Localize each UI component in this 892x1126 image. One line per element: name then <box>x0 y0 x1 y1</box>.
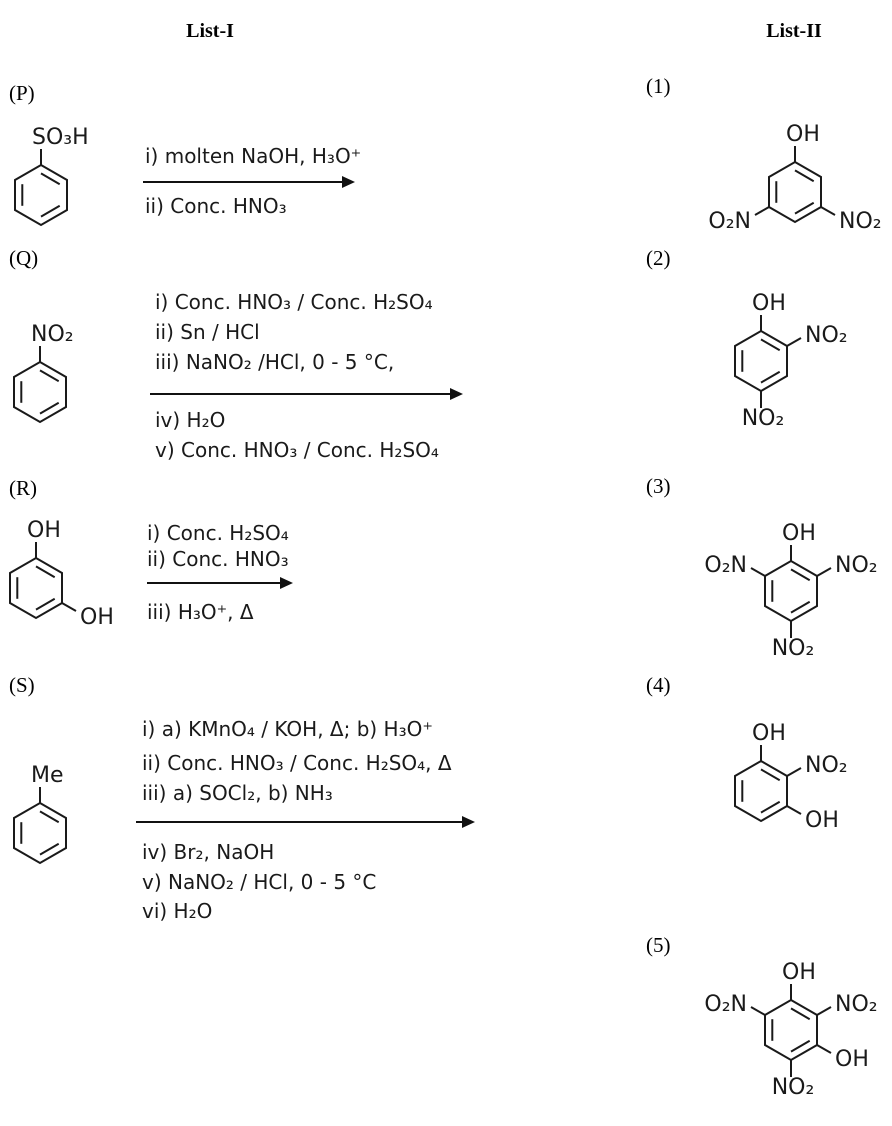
structure-nitrobenzene: NO₂ <box>13 322 74 423</box>
reaction-arrow-q <box>150 388 463 400</box>
item-label-2: (2) <box>646 246 671 270</box>
reagent-step: vi) H₂O <box>142 899 213 923</box>
reagent-step: iii) H₃O⁺, Δ <box>147 600 254 624</box>
substituent-label-oh: OH <box>782 521 816 546</box>
structure-2-4-dinitrophenol: OH NO₂ NO₂ <box>734 291 848 431</box>
substituent-label-no2: NO₂ <box>839 209 882 234</box>
reagent-step: iii) NaNO₂ /HCl, 0 - 5 °C, <box>155 350 395 374</box>
bond <box>750 1006 766 1016</box>
substituent-label-no2: NO₂ <box>805 323 848 348</box>
reaction-arrow-p <box>143 176 355 188</box>
item-label-1: (1) <box>646 74 671 98</box>
structure-picric-acid: OH O₂N NO₂ NO₂ <box>704 521 878 661</box>
benzene-ring <box>9 557 63 619</box>
bond <box>816 567 832 577</box>
structure-styphnic-acid: OH O₂N NO₂ OH NO₂ <box>704 960 878 1100</box>
structure-toluene: Me <box>13 763 67 864</box>
bond <box>816 1006 832 1016</box>
substituent-label-oh: OH <box>752 291 786 316</box>
substituent-label-no2: NO₂ <box>805 753 848 778</box>
reagent-step: i) Conc. H₂SO₄ <box>147 521 289 545</box>
bond <box>786 337 802 347</box>
benzene-ring <box>764 999 818 1061</box>
substituent-label-o2n: O₂N <box>708 209 751 234</box>
benzene-ring <box>768 161 822 223</box>
reagent-step: v) NaNO₂ / HCl, 0 - 5 °C <box>142 870 377 894</box>
substituent-label-o2n: O₂N <box>704 992 747 1017</box>
reagent-step: ii) Sn / HCl <box>155 320 260 344</box>
substituent-label-so3h: SO₃H <box>32 125 89 150</box>
structure-benzenesulfonic-acid: SO₃H <box>14 125 89 226</box>
structure-resorcinol: OH OH <box>9 518 114 630</box>
reagent-step: ii) Conc. HNO₃ <box>145 194 287 218</box>
benzene-ring <box>14 164 68 226</box>
substituent-label-oh: OH <box>27 518 61 543</box>
item-label-5: (5) <box>646 933 671 957</box>
benzene-ring <box>734 760 788 822</box>
reagent-step: i) molten NaOH, H₃O⁺ <box>145 144 362 168</box>
reagent-step: iv) Br₂, NaOH <box>142 840 275 864</box>
benzene-ring <box>764 560 818 622</box>
list-i-header: List-I <box>186 20 234 42</box>
structure-2-nitroresorcinol: OH NO₂ OH <box>734 721 848 833</box>
substituent-label-no2: NO₂ <box>742 406 785 431</box>
bond <box>61 602 77 612</box>
substituent-label-no2: NO₂ <box>772 1075 815 1100</box>
substituent-label-no2: NO₂ <box>835 992 878 1017</box>
structure-3-5-dinitrophenol: OH O₂N NO₂ <box>708 122 882 234</box>
reagent-step: i) a) KMnO₄ / KOH, Δ; b) H₃O⁺ <box>142 717 433 741</box>
substituent-label-o2n: O₂N <box>704 553 747 578</box>
bond <box>786 767 802 777</box>
item-label-s: (S) <box>9 673 35 697</box>
substituent-label-oh: OH <box>752 721 786 746</box>
bond <box>786 805 802 815</box>
benzene-ring <box>734 330 788 392</box>
item-label-4: (4) <box>646 673 671 697</box>
substituent-label-oh: OH <box>805 808 839 833</box>
substituent-label-oh: OH <box>786 122 820 147</box>
substituent-label-no2: NO₂ <box>31 322 74 347</box>
item-label-3: (3) <box>646 474 671 498</box>
benzene-ring <box>13 802 67 864</box>
reagent-step: ii) Conc. HNO₃ <box>147 547 289 571</box>
item-label-p: (P) <box>9 81 35 105</box>
benzene-ring <box>13 361 67 423</box>
item-label-q: (Q) <box>9 246 39 270</box>
reagent-step: i) Conc. HNO₃ / Conc. H₂SO₄ <box>155 290 433 314</box>
reaction-arrow-r <box>147 577 293 589</box>
substituent-label-oh: OH <box>80 605 114 630</box>
reagent-step: iii) a) SOCl₂, b) NH₃ <box>142 781 333 805</box>
bond <box>750 567 766 577</box>
substituent-label-oh: OH <box>835 1047 869 1072</box>
reagent-step: iv) H₂O <box>155 408 226 432</box>
substituent-label-no2: NO₂ <box>772 636 815 661</box>
list-ii-header: List-II <box>766 20 822 42</box>
bond <box>754 206 770 216</box>
item-label-r: (R) <box>9 476 37 500</box>
reaction-arrow-s <box>136 816 475 828</box>
substituent-label-no2: NO₂ <box>835 553 878 578</box>
reagent-step: v) Conc. HNO₃ / Conc. H₂SO₄ <box>155 438 439 462</box>
bond <box>816 1044 832 1054</box>
bond <box>820 206 836 216</box>
reagent-step: ii) Conc. HNO₃ / Conc. H₂SO₄, Δ <box>142 751 452 775</box>
substituent-label-oh: OH <box>782 960 816 985</box>
substituent-label-me: Me <box>31 763 64 788</box>
